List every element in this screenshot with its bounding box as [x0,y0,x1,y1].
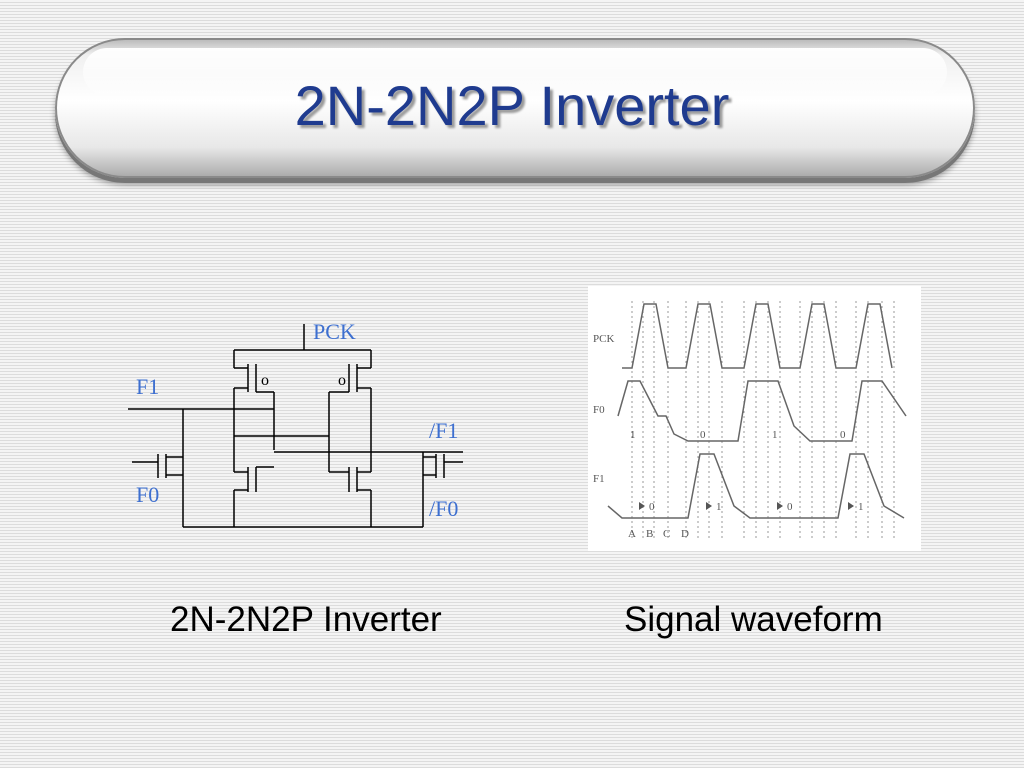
waveform-caption: Signal waveform [624,600,883,639]
f1-waveform [607,453,905,519]
phase-label-b: B [646,528,653,540]
f0-value-3: 1 [772,429,778,441]
inverter-circuit-diagram: o o PCK F1 F0 /F1 /F0 [118,312,478,532]
f0-value-4: 0 [840,429,846,441]
pmos-bubble-left: o [261,372,269,389]
phase-label-c: C [663,528,670,540]
f1-value-3: 0 [787,501,793,513]
pmos-bubble-right: o [338,372,346,389]
signal-label-f0: F0 [593,404,605,416]
f1-value-2: 1 [716,501,722,513]
transition-marker-1 [639,502,645,510]
title-banner [55,38,975,178]
label-not-f0: /F0 [429,496,458,521]
f1-value-4: 1 [858,501,864,513]
f0-waveform [617,380,907,442]
transition-marker-4 [848,502,854,510]
phase-label-d: D [681,528,689,540]
signal-label-f1: F1 [593,473,605,485]
f0-value-1: 1 [630,429,636,441]
label-f0: F0 [136,482,159,507]
slide-title: 2N-2N2P Inverter [294,74,730,137]
f1-value-1: 0 [649,501,655,513]
circuit-caption: 2N-2N2P Inverter [170,600,442,639]
f0-value-2: 0 [700,429,706,441]
signal-label-pck: PCK [593,333,614,345]
pck-waveform [622,303,893,369]
transition-marker-3 [777,502,783,510]
label-f1: F1 [136,374,159,399]
label-not-f1: /F1 [429,418,458,443]
label-pck: PCK [313,319,356,344]
phase-label-a: A [628,528,636,540]
transition-marker-2 [706,502,712,510]
signal-waveform-diagram: PCK F0 F1 1 0 1 0 0 1 0 1 A B C D [588,286,921,551]
